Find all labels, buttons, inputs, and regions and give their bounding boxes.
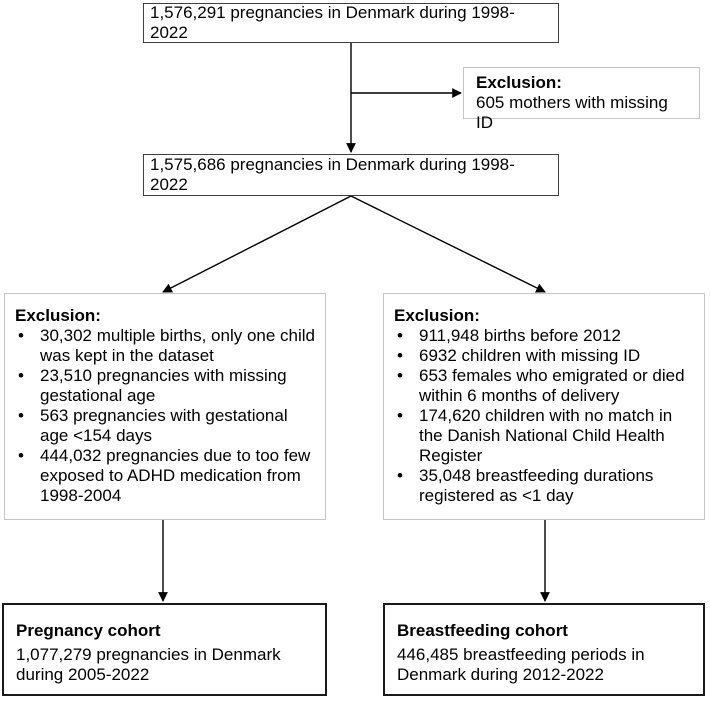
exclusion-left-item: 444,032 pregnancies due to too few expos… <box>15 446 315 506</box>
exclusion-top-title: Exclusion: <box>476 73 562 92</box>
exclusion-right-item: 6932 children with missing ID <box>394 346 694 366</box>
exclusion-left-item: 563 pregnancies with gestational age <15… <box>15 406 315 446</box>
exclusion-right-item: 911,948 births before 2012 <box>394 326 694 346</box>
arrow-middle-to-exclusion-right <box>350 195 546 293</box>
exclusion-left-item: 30,302 multiple births, only one child w… <box>15 326 315 366</box>
node-total-pregnancies: 1,576,291 pregnancies in Denmark during … <box>143 3 559 43</box>
breastfeeding-cohort-text: 446,485 breastfeeding periods in Denmark… <box>397 645 645 684</box>
arrow-middle-to-exclusion-left <box>162 195 352 293</box>
breastfeeding-cohort-title: Breastfeeding cohort <box>397 621 568 640</box>
exclusion-right-list: 911,948 births before 2012 6932 children… <box>394 326 694 506</box>
node-pregnancy-cohort: Pregnancy cohort 1,077,279 pregnancies i… <box>2 603 327 696</box>
exclusion-left-item: 23,510 pregnancies with missing gestatio… <box>15 366 315 406</box>
exclusion-top-text: 605 mothers with missing ID <box>476 93 668 132</box>
node-total-pregnancies-text: 1,576,291 pregnancies in Denmark during … <box>150 3 515 42</box>
node-pregnancies-after-exclusion: 1,575,686 pregnancies in Denmark during … <box>143 154 559 196</box>
exclusion-right-item: 653 females who emigrated or died within… <box>394 366 694 406</box>
node-exclusion-missing-mother-id: Exclusion: 605 mothers with missing ID <box>463 67 700 132</box>
exclusion-right-title: Exclusion: <box>394 306 480 325</box>
exclusion-right-item: 174,620 children with no match in the Da… <box>394 406 694 466</box>
exclusion-left-title: Exclusion: <box>15 306 101 325</box>
node-exclusion-right: Exclusion: 911,948 births before 2012 69… <box>383 293 705 520</box>
exclusion-right-item: 35,048 breastfeeding durations registere… <box>394 466 694 506</box>
node-breastfeeding-cohort: Breastfeeding cohort 446,485 breastfeedi… <box>383 603 705 696</box>
pregnancy-cohort-title: Pregnancy cohort <box>16 621 161 640</box>
exclusion-left-list: 30,302 multiple births, only one child w… <box>15 326 315 506</box>
node-exclusion-left: Exclusion: 30,302 multiple births, only … <box>4 293 326 520</box>
node-pregnancies-after-exclusion-text: 1,575,686 pregnancies in Denmark during … <box>150 155 515 194</box>
pregnancy-cohort-text: 1,077,279 pregnancies in Denmark during … <box>16 645 281 684</box>
